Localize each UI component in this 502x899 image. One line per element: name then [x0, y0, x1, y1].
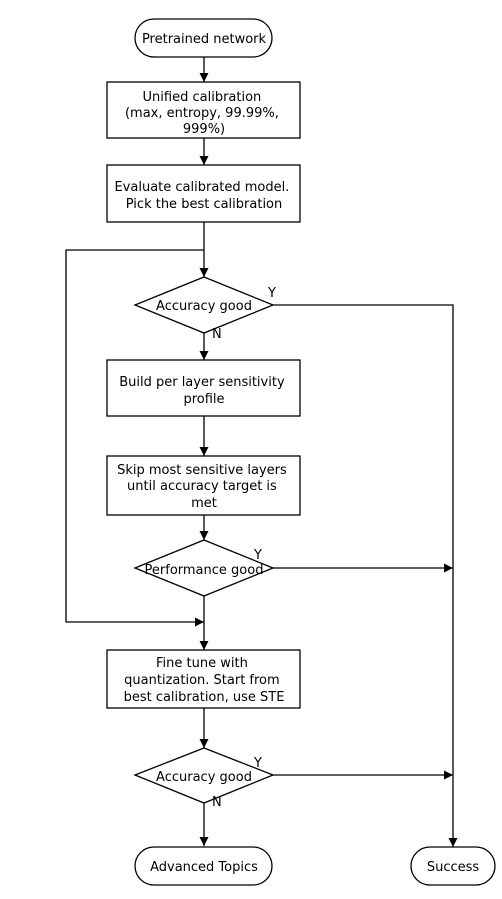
node-sensitivity-profile: Build per layer sensitivity profile	[106, 359, 301, 417]
node-skip-layers-label: Skip most sensitive layers until accurac…	[117, 463, 291, 511]
decision-accuracy-1-label: Accuracy good	[156, 299, 252, 314]
node-advanced-topics-label: Advanced Topics	[150, 860, 258, 875]
node-success: Success	[410, 846, 496, 886]
edge-label-d1-no: N	[212, 327, 222, 342]
node-success-label: Success	[427, 860, 480, 875]
edge-label-d2-yes: Y	[253, 548, 262, 563]
edge-label-d3-no: N	[212, 795, 222, 810]
decision-accuracy-2-label: Accuracy good	[156, 770, 252, 785]
node-skip-layers: Skip most sensitive layers until accurac…	[106, 455, 301, 516]
node-start: Pretrained network	[134, 18, 273, 58]
decision-performance-label: Performance good	[145, 563, 264, 578]
edge-loop-back	[65, 249, 204, 627]
node-evaluate: Evaluate calibrated model. Pick the best…	[106, 164, 301, 223]
node-advanced-topics: Advanced Topics	[134, 846, 273, 886]
node-sensitivity-profile-label: Build per layer sensitivity profile	[119, 375, 289, 407]
decision-accuracy-2: Accuracy good	[133, 747, 275, 804]
node-calibration-label: Unified calibration (max, entropy, 99.99…	[125, 90, 283, 137]
node-calibration: Unified calibration (max, entropy, 99.99…	[106, 81, 301, 139]
node-start-label: Pretrained network	[142, 32, 267, 47]
decision-performance: Performance good	[133, 539, 275, 597]
edge-label-d1-yes: Y	[267, 286, 276, 301]
edge-decision1-yes	[273, 304, 458, 847]
node-fine-tune-label: Fine tune with quantization. Start from …	[124, 656, 285, 705]
edge-label-d3-yes: Y	[253, 756, 262, 771]
decision-accuracy-1: Accuracy good	[133, 276, 275, 334]
node-evaluate-label: Evaluate calibrated model. Pick the best…	[114, 180, 293, 212]
node-fine-tune: Fine tune with quantization. Start from …	[106, 649, 301, 709]
